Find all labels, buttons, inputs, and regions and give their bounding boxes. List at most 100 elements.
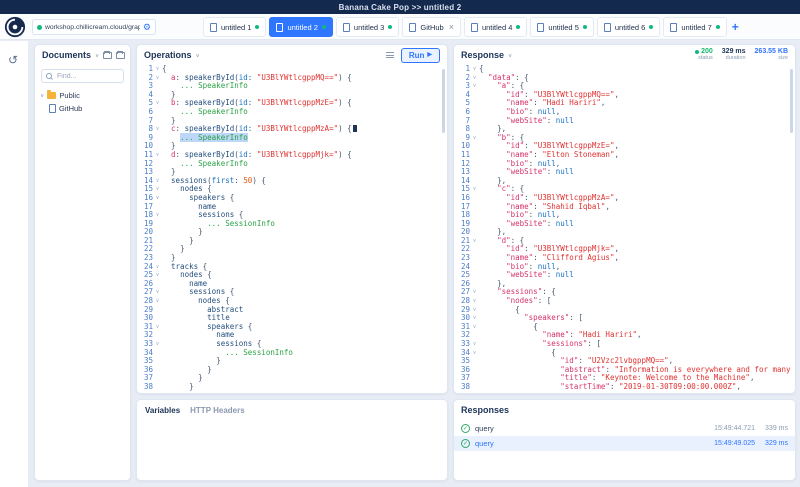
fold-spacer (153, 117, 162, 126)
new-document-icon[interactable] (103, 50, 113, 59)
fold-chevron-icon[interactable]: ∨ (155, 66, 160, 72)
fold-chevron-icon[interactable]: ∨ (155, 323, 160, 330)
fold-chevron-icon[interactable]: ∨ (472, 134, 477, 141)
fold-chevron-icon[interactable]: ∨ (472, 186, 477, 193)
line-number: 8 (148, 124, 153, 134)
fold-chevron-icon[interactable]: ∨ (472, 315, 477, 322)
new-folder-icon[interactable] (116, 50, 126, 59)
response-scrollbar[interactable] (790, 69, 793, 133)
code-text: speakers { (207, 321, 253, 331)
line-number: 27 (460, 287, 470, 297)
code-line: 27∨ "sessions": { (454, 288, 795, 297)
line-number: 25 (143, 270, 153, 280)
chevron-down-icon[interactable]: ∨ (508, 52, 513, 58)
document-icon (470, 22, 478, 32)
fold-chevron-icon[interactable]: ∨ (155, 126, 160, 133)
connection-dot (715, 25, 720, 29)
fold-chevron-icon[interactable]: ∨ (472, 323, 477, 330)
fold-chevron-icon[interactable]: ∨ (155, 177, 160, 184)
fold-chevron-icon[interactable]: ∨ (155, 194, 160, 201)
code-text: "b": { (497, 132, 525, 142)
fold-spacer (153, 357, 162, 366)
fold-spacer (470, 177, 479, 186)
fold-chevron-icon[interactable]: ∨ (155, 186, 160, 193)
fold-chevron-icon[interactable]: ∨ (155, 341, 160, 347)
line-number: 17 (143, 201, 153, 211)
fold-spacer (153, 349, 162, 358)
fold-chevron-icon[interactable]: ∨ (155, 212, 160, 219)
endpoint-url-pill[interactable]: workshop.chillicream.cloud/graphql ⚙ (32, 19, 156, 35)
line-number: 11 (143, 149, 153, 159)
code-line: 23 } (137, 253, 447, 263)
line-number: 1 (148, 65, 153, 73)
code-line: 26 }, (454, 278, 795, 289)
fold-chevron-icon[interactable]: ∨ (155, 151, 160, 158)
run-button[interactable]: Run ▶ (400, 47, 440, 63)
tab-variables[interactable]: Variables (145, 405, 181, 415)
tree-item-public[interactable]: ∨Public (40, 89, 125, 102)
banana-cake-pop-logo[interactable] (4, 16, 26, 38)
operations-scrollbar[interactable] (442, 69, 445, 133)
line-number: 12 (143, 158, 153, 168)
tab-github[interactable]: GitHub× (402, 17, 461, 37)
fold-spacer (470, 203, 479, 212)
code-text: } (198, 227, 203, 237)
tab-untitled-4[interactable]: untitled 4 (463, 17, 528, 37)
fold-chevron-icon[interactable]: ∨ (472, 83, 477, 90)
fold-chevron-icon[interactable]: ∨ (155, 289, 160, 296)
code-text: { (515, 304, 520, 314)
tab-untitled-5[interactable]: untitled 5 (530, 17, 594, 37)
line-number: 14 (143, 175, 153, 185)
tab-untitled-2[interactable]: untitled 2 (269, 17, 333, 37)
history-icon[interactable]: ↺ (8, 53, 19, 67)
code-line: 29 abstract (137, 305, 447, 315)
chevron-down-icon[interactable]: ∨ (195, 52, 200, 58)
fold-chevron-icon[interactable]: ∨ (155, 74, 160, 81)
search-input[interactable] (57, 72, 119, 80)
code-line: 25∨ nodes { (137, 270, 447, 280)
tab-untitled-6[interactable]: untitled 6 (596, 17, 661, 37)
code-text: "title": "Keynote: Welcome to the Machin… (560, 373, 755, 383)
response-viewer[interactable]: 1∨{2∨ "data": {3∨ "a": {4 "id": "U3BlYWt… (454, 65, 795, 391)
documents-search[interactable] (41, 69, 124, 83)
fold-chevron-icon[interactable]: ∨ (472, 74, 477, 81)
fold-chevron-icon[interactable]: ∨ (472, 289, 477, 296)
connection-settings-gear-icon[interactable]: ⚙ (142, 21, 151, 32)
new-tab-button[interactable]: + (731, 20, 739, 34)
fold-chevron-icon[interactable]: ∨ (472, 298, 477, 305)
fold-chevron-icon[interactable]: ∨ (472, 306, 477, 313)
tab-untitled-7[interactable]: untitled 7 (663, 17, 727, 37)
fold-spacer (153, 91, 162, 100)
fold-spacer (470, 331, 479, 340)
fold-spacer (153, 203, 162, 212)
close-icon[interactable]: × (448, 21, 454, 32)
fold-chevron-icon[interactable]: ∨ (472, 349, 477, 356)
line-number: 2 (465, 72, 470, 82)
fold-chevron-icon[interactable]: ∨ (472, 66, 477, 72)
code-text: "bio": null, (506, 106, 561, 116)
tab-http-headers[interactable]: HTTP Headers (190, 405, 245, 415)
line-number: 5 (465, 98, 470, 108)
line-number: 26 (143, 278, 153, 288)
fold-chevron-icon[interactable]: ∨ (472, 237, 477, 244)
fold-chevron-icon[interactable]: ∨ (155, 298, 160, 305)
tree-item-github[interactable]: GitHub (40, 102, 125, 115)
fold-chevron-icon[interactable]: ∨ (155, 263, 160, 270)
code-line: 28∨ nodes { (137, 296, 447, 306)
fold-chevron-icon[interactable]: ∨ (155, 272, 160, 279)
chevron-down-icon[interactable]: ∨ (95, 52, 100, 58)
code-line: 21 } (137, 236, 447, 246)
tab-untitled-1[interactable]: untitled 1 (203, 17, 267, 37)
documents-title: Documents (42, 50, 92, 60)
operations-editor[interactable]: 1∨{2∨ a: speakerById(id: "U3BlYWtlcgppMQ… (137, 65, 447, 391)
code-line: 11 "name": "Elton Stoneman", (454, 150, 795, 160)
code-text: }, (497, 278, 507, 288)
format-options-icon[interactable] (385, 52, 394, 58)
fold-chevron-icon[interactable]: ∨ (472, 341, 477, 347)
chevron-down-icon[interactable]: ∨ (40, 93, 45, 99)
fold-chevron-icon[interactable]: ∨ (155, 100, 160, 107)
tab-untitled-3[interactable]: untitled 3 (335, 17, 400, 37)
fold-spacer (153, 168, 162, 177)
